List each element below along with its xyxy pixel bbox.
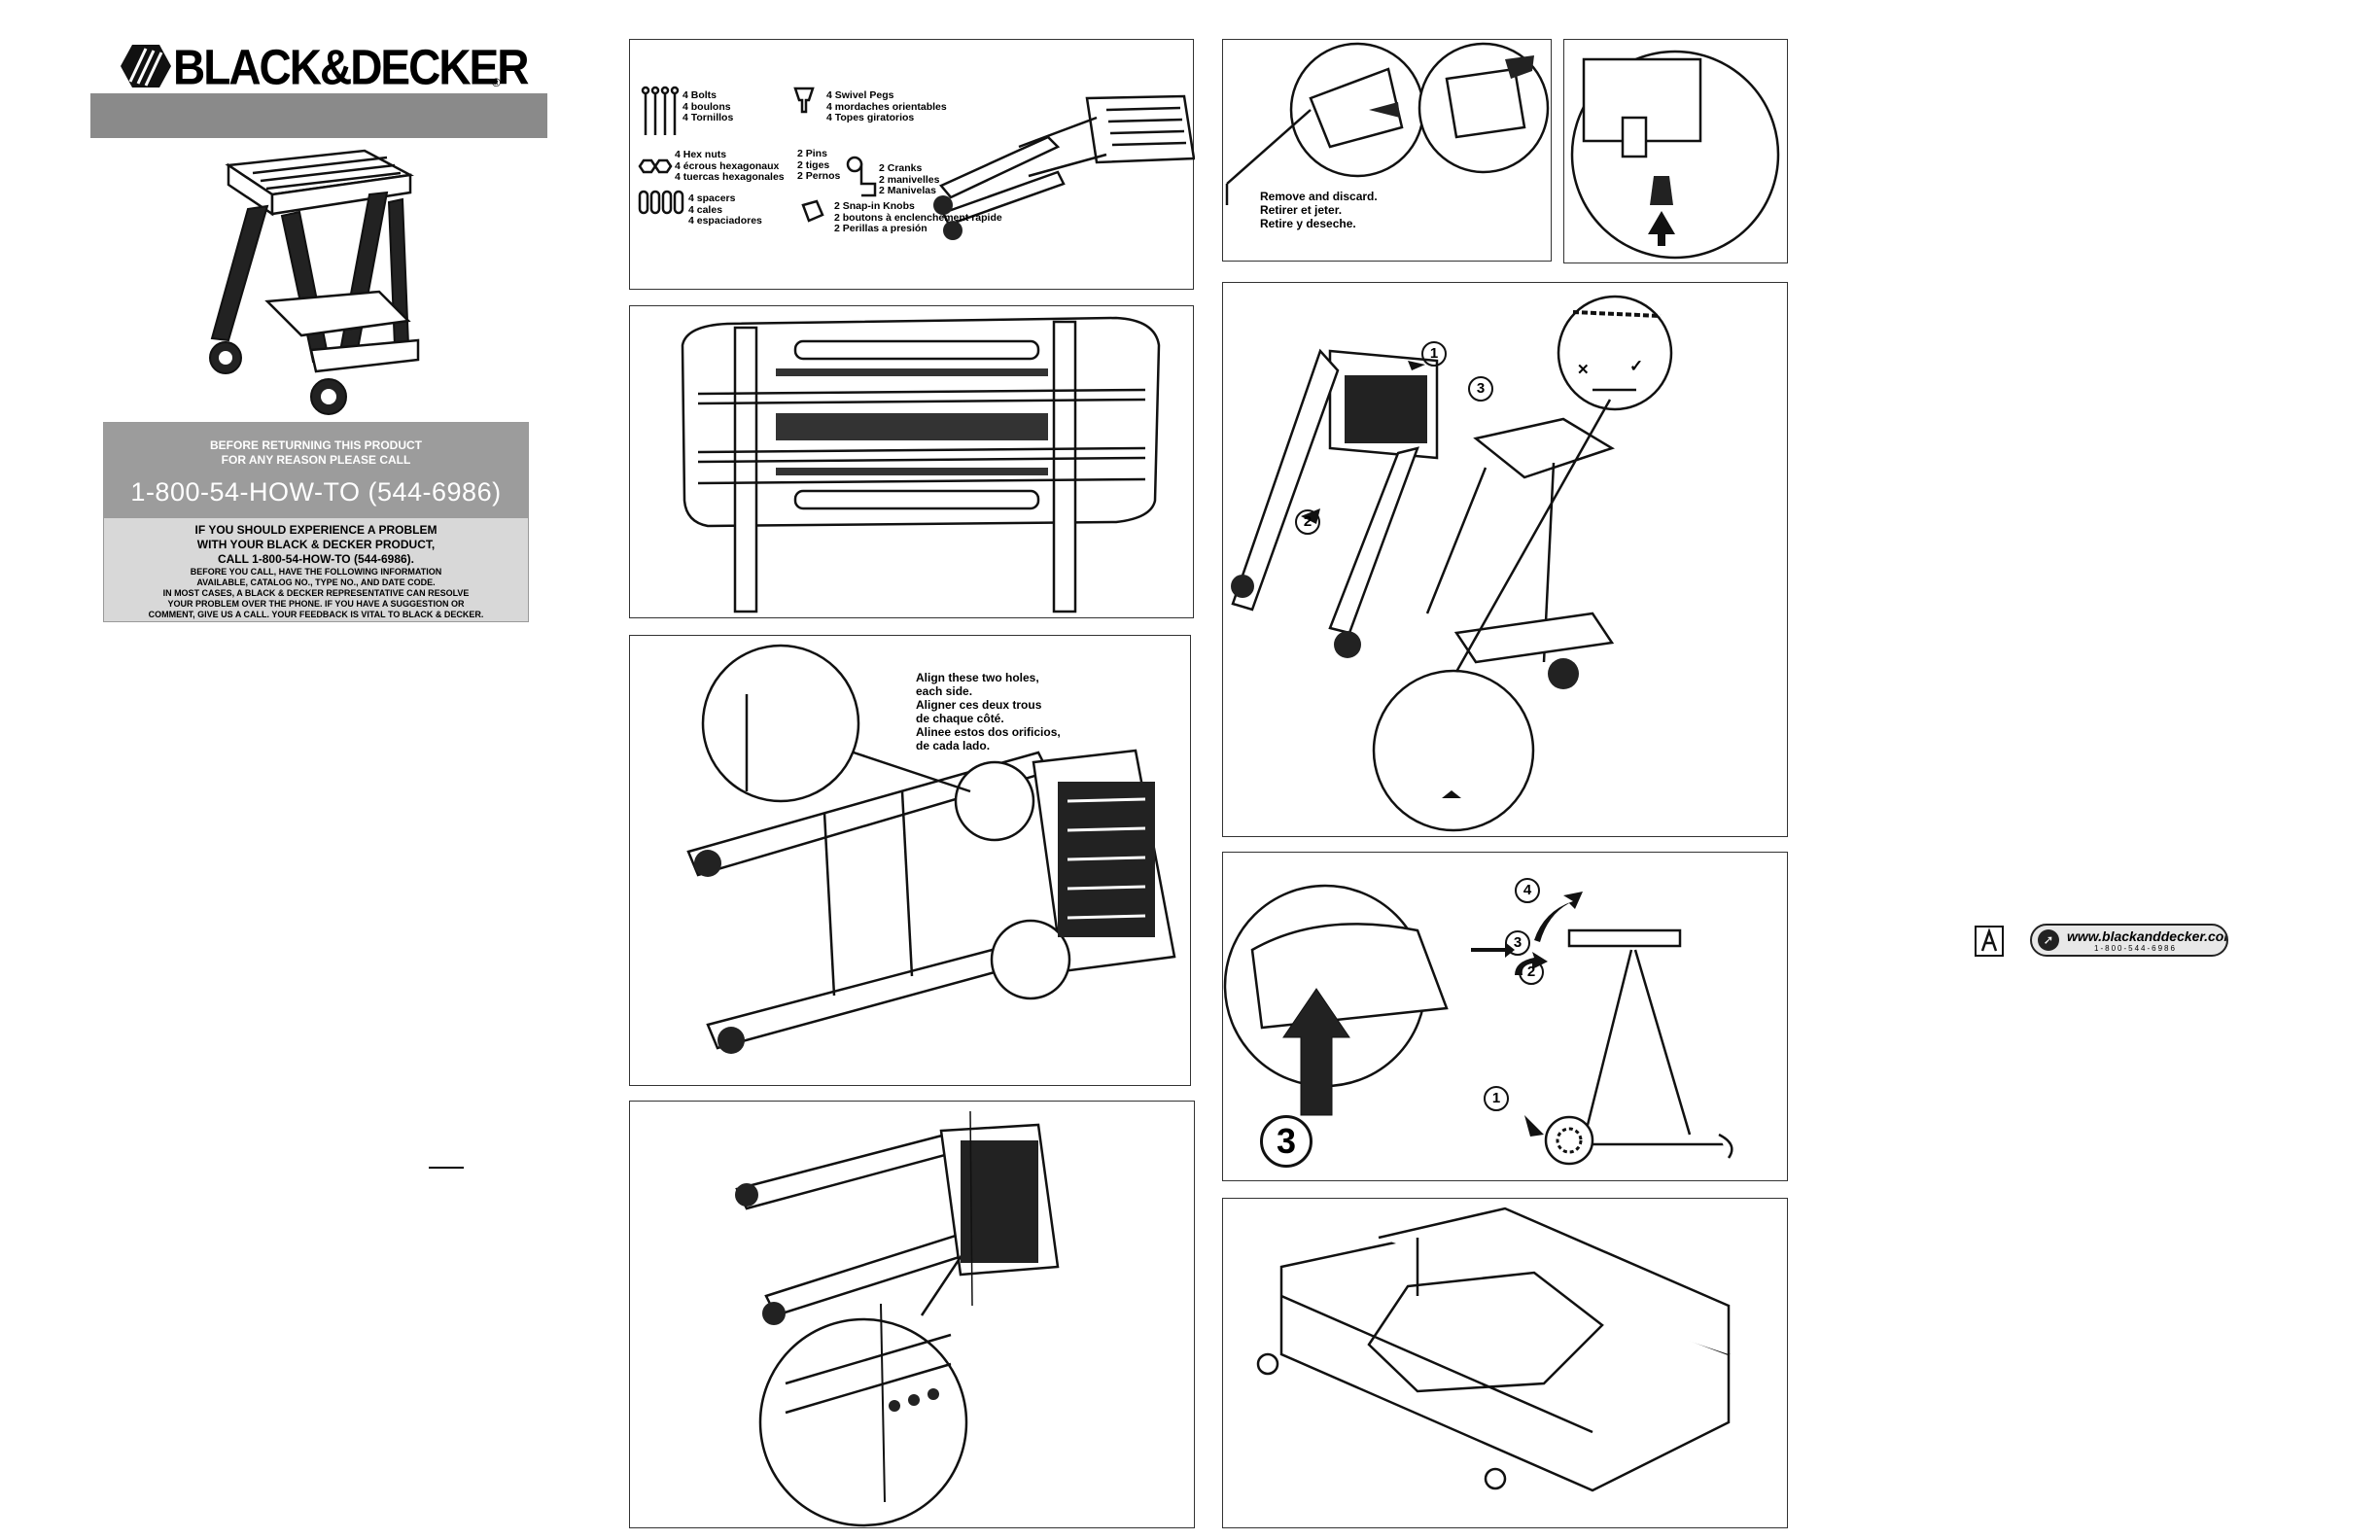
step-1-badge: 1 [1421, 341, 1447, 367]
fold-step-3-badge: 3 [1505, 930, 1530, 956]
notice-phone: 1-800-54-HOW-TO (544-6986) [130, 477, 502, 507]
peg-press-panel [1563, 39, 1788, 263]
notice-line-10: COMMENT, GIVE US A CALL. YOUR FEEDBACK I… [148, 610, 484, 619]
brand-logo: BLACK&DECKER ® [121, 39, 529, 97]
notice-line-1: BEFORE RETURNING THIS PRODUCT [209, 438, 422, 452]
notice-line-5: CALL 1-800-54-HOW-TO (544-6986). [217, 552, 415, 566]
notice-line-9: YOUR PROBLEM OVER THE PHONE. IF YOU HAVE… [167, 599, 465, 609]
fold-step-2-badge: 2 [1519, 960, 1544, 985]
underside-drawing [681, 316, 1161, 613]
notice-line-2: FOR ANY REASON PLEASE CALL [221, 453, 411, 467]
hex-logo-icon [121, 45, 171, 88]
remove-drawing [1225, 42, 1550, 205]
align-note: Align these two holes,each side. Aligner… [916, 671, 1061, 752]
fold-steps-drawing [1231, 295, 1673, 832]
notice-line-6: BEFORE YOU CALL, HAVE THE FOLLOWING INFO… [190, 567, 442, 577]
divider-mark [429, 1167, 464, 1169]
parts-drawing [638, 86, 1195, 240]
large-step-3-badge: 3 [1260, 1115, 1312, 1168]
return-notice: BEFORE RETURNING THIS PRODUCT FOR ANY RE… [103, 422, 529, 622]
title-bar [90, 93, 547, 138]
folded-unit-panel [1222, 1198, 1788, 1528]
website-url: www.blackanddecker.com [2067, 928, 2228, 944]
check-mark: ✓ [1629, 357, 1644, 375]
notice-line-8: IN MOST CASES, A BLACK & DECKER REPRESEN… [162, 588, 470, 598]
folded-unit-drawing [1256, 1207, 1731, 1492]
recycle-icon [1975, 926, 2004, 957]
brand-name: BLACK&DECKER [173, 39, 529, 95]
crank-install-drawing [735, 1110, 1060, 1527]
wrong-mark: ✕ [1577, 362, 1590, 378]
product-illustration [209, 149, 420, 415]
website-phone: 1-800-544-6986 [2094, 944, 2177, 953]
folding-drawing [1223, 884, 1733, 1166]
align-holes-panel: Align these two holes,each side. Aligner… [629, 635, 1191, 1086]
fold-step-4-badge: 4 [1515, 878, 1540, 903]
registered-mark: ® [492, 76, 501, 89]
folding-panel: 3 2 3 4 1 [1222, 852, 1788, 1181]
underside-panel [629, 305, 1194, 618]
website-badge[interactable]: ➚ www.blackanddecker.com 1-800-544-6986 [2030, 924, 2228, 957]
peg-press-drawing [1570, 50, 1780, 260]
fold-step-1-badge: 1 [1484, 1086, 1509, 1111]
step-2-badge: 2 [1295, 509, 1320, 535]
notice-line-4: WITH YOUR BLACK & DECKER PRODUCT, [196, 538, 436, 551]
arrow-icon: ➚ [2038, 929, 2059, 951]
remove-note: Remove and discard. Retirer et jeter. Re… [1260, 190, 1378, 230]
crank-install-panel [629, 1101, 1195, 1528]
notice-line-3: IF YOU SHOULD EXPERIENCE A PROBLEM [194, 523, 438, 537]
remove-panel: Remove and discard. Retirer et jeter. Re… [1222, 39, 1552, 262]
step-3-badge: 3 [1468, 376, 1493, 402]
fold-steps-panel: 1 2 3 ✕ ✓ [1222, 282, 1788, 837]
notice-line-7: AVAILABLE, CATALOG NO., TYPE NO., AND DA… [196, 578, 436, 587]
align-holes-drawing [686, 644, 1176, 1054]
